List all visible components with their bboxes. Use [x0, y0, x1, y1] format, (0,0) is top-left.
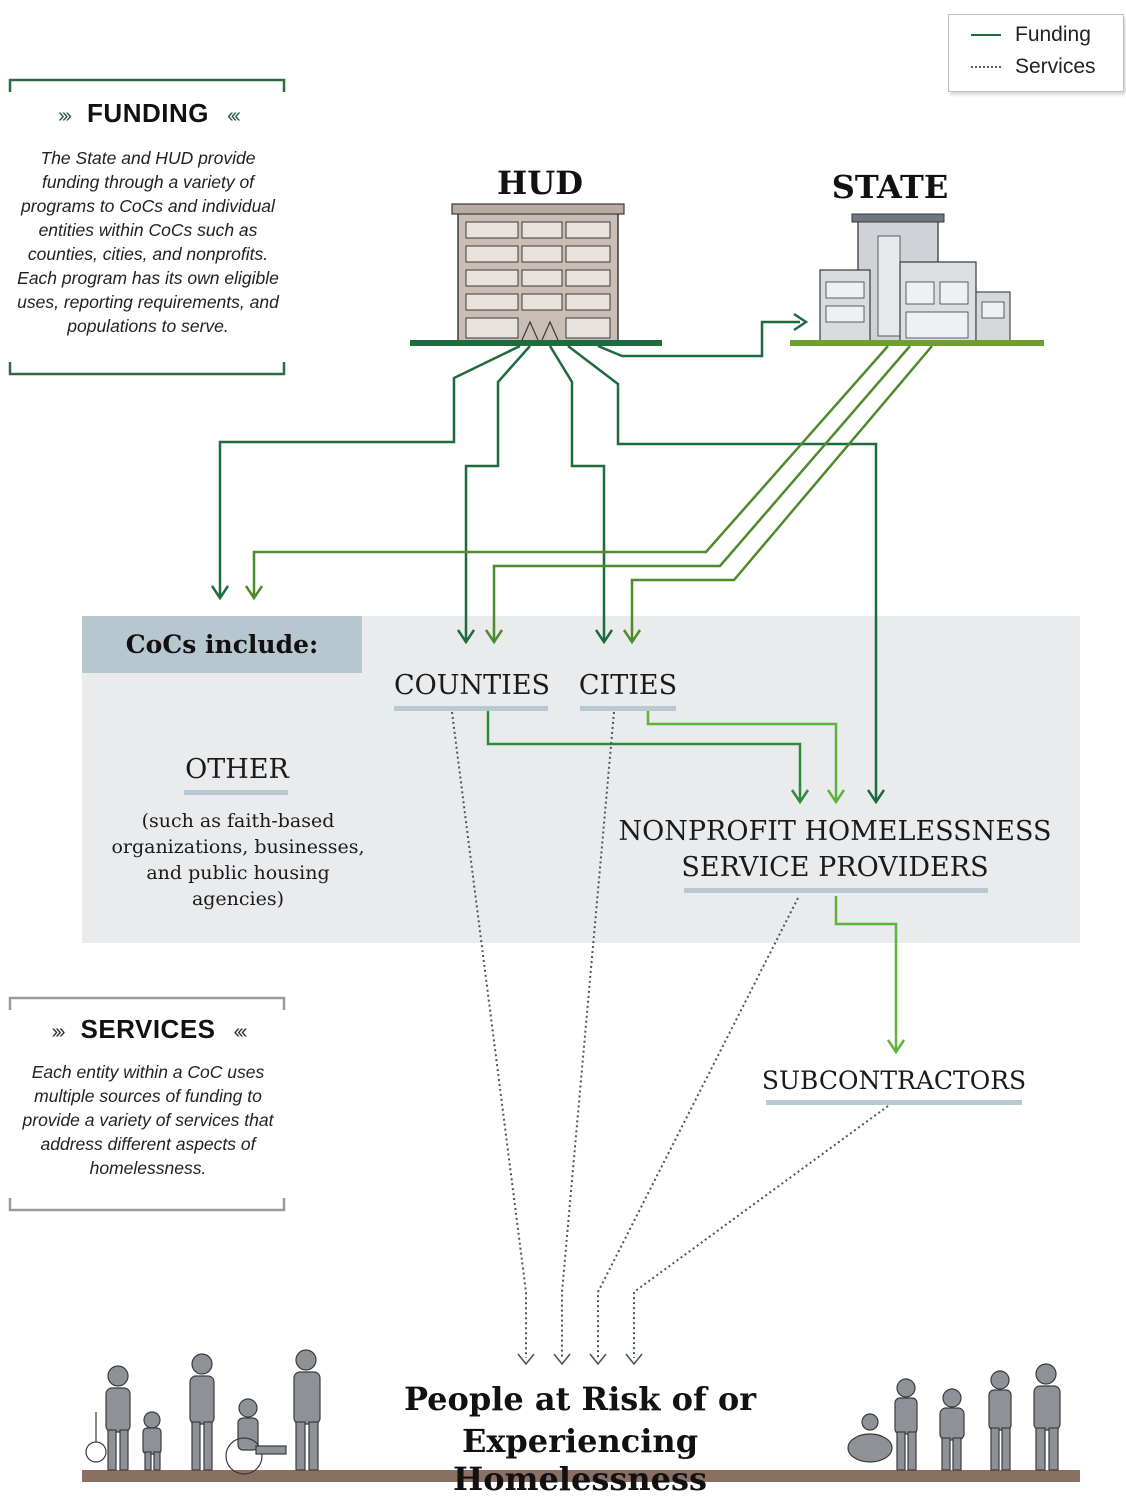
people-label-line2: Experiencing Homelessness [453, 1422, 707, 1498]
chevron-left-icon: ‹‹‹ [233, 1021, 248, 1043]
chevron-left-icon: ‹‹‹ [226, 105, 241, 127]
legend-funding-label: Funding [1015, 23, 1091, 46]
services-line-swatch [971, 66, 1001, 68]
legend: Funding Services [948, 14, 1124, 92]
cocs-include-header: CoCs include: [82, 616, 362, 673]
legend-services-label: Services [1015, 55, 1096, 78]
funding-box-frame [8, 78, 286, 376]
services-box-frame [8, 996, 286, 1212]
legend-funding: Funding [971, 23, 1091, 47]
chevron-right-icon: ››› [51, 1021, 66, 1043]
state-label: STATE [831, 168, 949, 206]
cities-label: CITIES [578, 670, 678, 701]
services-box-title: SERVICES [80, 1014, 216, 1044]
funding-box-title: FUNDING [87, 98, 209, 128]
cities-underline [580, 706, 676, 711]
people-group-left-icon [85, 1349, 321, 1475]
people-group-right-icon [847, 1363, 1061, 1471]
legend-services: Services [971, 55, 1096, 79]
chevron-right-icon: ››› [58, 105, 72, 127]
funding-box-text: The State and HUD provide funding throug… [17, 148, 279, 336]
state-building-icon [790, 213, 1044, 346]
nonprofit-label-line2: SERVICE PROVIDERS [681, 852, 989, 883]
hud-building-icon [410, 203, 662, 346]
services-box-text: Each entity within a CoC uses multiple s… [22, 1062, 274, 1178]
people-label-line1: People at Risk of or [403, 1380, 757, 1418]
subcontractors-underline [766, 1100, 1022, 1105]
funding-box-title-row: ››› FUNDING ‹‹‹ [8, 98, 288, 129]
services-info-box: ››› SERVICES ‹‹‹ Each entity within a CoC … [8, 996, 288, 1212]
hud-label: HUD [497, 164, 583, 202]
funding-line-swatch [971, 34, 1001, 36]
funding-info-box: ››› FUNDING ‹‹‹ The State and HUD provide … [8, 78, 288, 376]
other-underline [184, 790, 288, 795]
other-detail: (such as faith-based organizations, busi… [111, 810, 365, 910]
other-label: OTHER [185, 754, 289, 785]
counties-underline [394, 706, 548, 711]
ground-strip [82, 1470, 1080, 1482]
counties-label: COUNTIES [393, 670, 551, 701]
nonprofit-underline [684, 888, 988, 893]
subcontractors-label: SUBCONTRACTORS [761, 1066, 1027, 1095]
services-box-title-row: ››› SERVICES ‹‹‹ [8, 1014, 288, 1045]
nonprofit-label-line1: NONPROFIT HOMELESSNESS [618, 816, 1052, 847]
